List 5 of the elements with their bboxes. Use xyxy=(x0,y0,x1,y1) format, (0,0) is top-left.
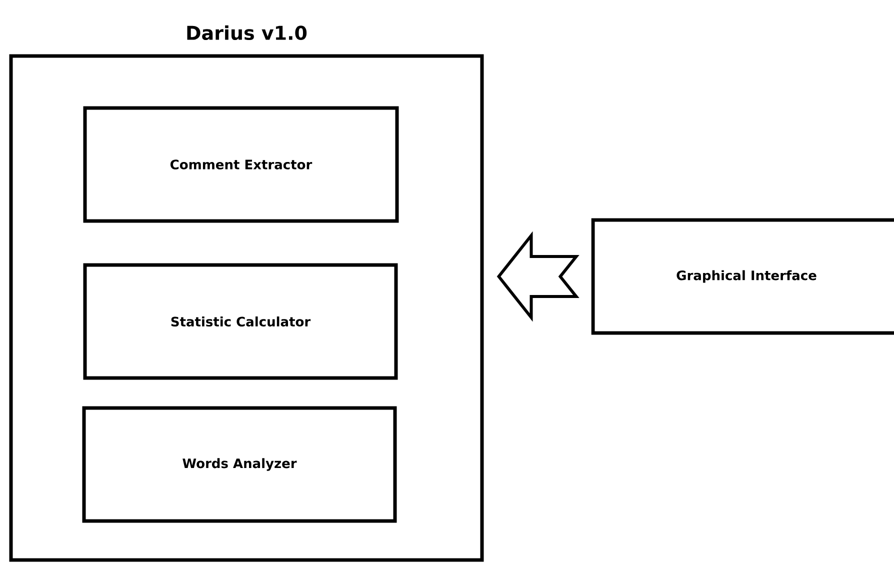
component-box: Words Analyzer xyxy=(82,406,397,523)
component-box: Statistic Calculator xyxy=(83,263,398,380)
component-box: Graphical Interface xyxy=(591,218,894,335)
node-label: Darius v1.0 xyxy=(187,25,307,40)
component-box: Comment Extractor xyxy=(83,106,399,223)
